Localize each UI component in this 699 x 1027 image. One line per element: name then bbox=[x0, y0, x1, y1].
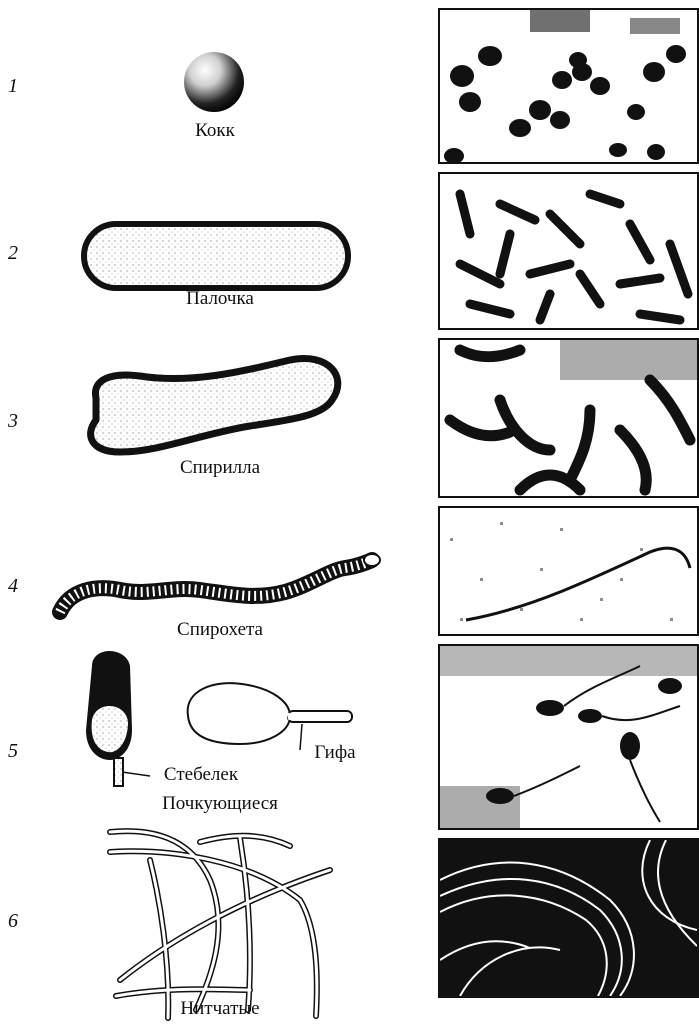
label-rod: Палочка bbox=[150, 288, 290, 310]
hypha-cell-drawing bbox=[188, 683, 352, 744]
micrograph-budding bbox=[438, 644, 699, 830]
micrograph-spirochete bbox=[438, 506, 699, 636]
budding-cell-drawing bbox=[86, 651, 132, 786]
label-filamentous: Нитчатые bbox=[145, 998, 295, 1020]
micrograph-coccus bbox=[438, 8, 699, 164]
micrograph-spirillum bbox=[438, 338, 699, 498]
coccus-drawing bbox=[184, 52, 244, 112]
rod-drawing bbox=[84, 224, 348, 288]
morphology-drawings bbox=[0, 0, 438, 1027]
label-budding: Почкующиеся bbox=[125, 793, 315, 815]
label-hypha: Гифа bbox=[300, 742, 370, 764]
label-spirochete: Спирохета bbox=[140, 619, 300, 641]
micrograph-rod bbox=[438, 172, 699, 330]
label-stalk: Стебелек bbox=[146, 764, 256, 786]
label-spirillum: Спирилла bbox=[150, 457, 290, 479]
label-coccus: Кокк bbox=[160, 120, 270, 142]
micrograph-filamentous bbox=[438, 838, 699, 998]
filamentous-drawing bbox=[110, 831, 330, 1018]
spirillum-drawing bbox=[91, 359, 338, 452]
